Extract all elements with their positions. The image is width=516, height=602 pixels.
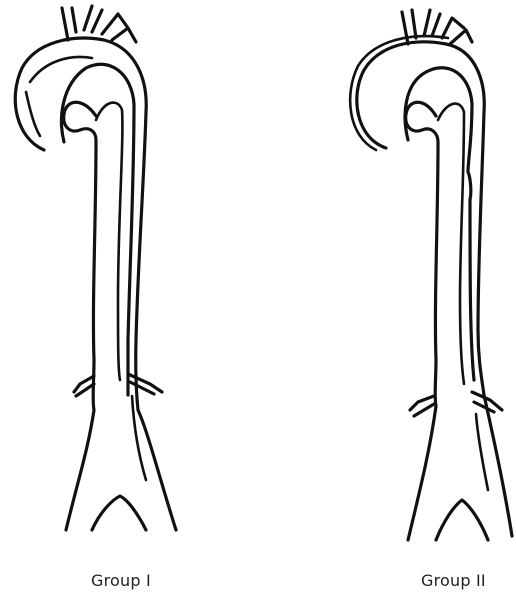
group-2-false-lumen bbox=[438, 104, 464, 384]
group-1-branch-vessel bbox=[112, 28, 136, 42]
group-1-true-lumen bbox=[64, 102, 96, 530]
group-1-branch-vessel bbox=[92, 10, 102, 32]
group-2-abdominal-flap bbox=[476, 414, 488, 490]
group-2-renal-branch bbox=[474, 402, 494, 412]
group-2-branch-vessel bbox=[450, 30, 472, 44]
group-2-aorta-drawing bbox=[258, 0, 516, 602]
group-1-dissection-flap bbox=[26, 92, 40, 136]
group-2-panel: Group II bbox=[258, 0, 516, 602]
group-1-aorta-drawing bbox=[0, 0, 258, 602]
group-2-label: Group II bbox=[421, 572, 486, 590]
group-1-branch-vessel bbox=[84, 6, 92, 30]
group-1-panel: Group I bbox=[0, 0, 258, 602]
group-2-branch-vessel bbox=[412, 10, 416, 38]
group-1-branch-vessel bbox=[62, 8, 68, 40]
group-1-false-lumen bbox=[96, 103, 122, 380]
group-2-branch-vessel bbox=[432, 14, 440, 36]
group-2-branch-vessel bbox=[424, 10, 430, 36]
group-1-branch-vessel bbox=[72, 8, 76, 32]
group-2-true-lumen bbox=[406, 102, 438, 540]
group-1-outer-wall bbox=[15, 38, 176, 530]
group-2-renal-branch bbox=[414, 404, 434, 416]
group-2-iliac-bifurcation bbox=[436, 500, 488, 540]
group-1-label: Group I bbox=[91, 572, 151, 590]
group-1-iliac-bifurcation bbox=[92, 496, 146, 530]
